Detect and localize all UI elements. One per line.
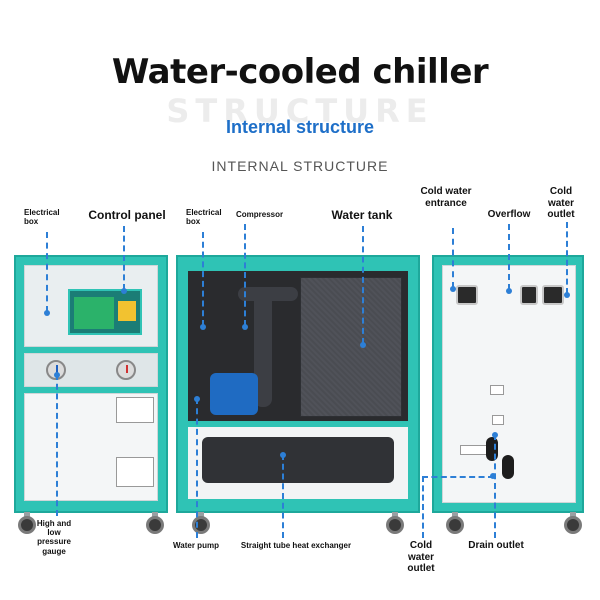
gauge-panel <box>24 353 158 387</box>
callout-line-heat-exchanger <box>282 454 284 538</box>
gauge-needle <box>56 365 58 373</box>
callout-line-cold-water-entrance <box>452 228 454 288</box>
callout-cold-water-outlet-top: Cold water outlet <box>547 186 575 220</box>
callout-line-cold-water-outlet-top <box>566 222 568 294</box>
caster-wheel <box>18 516 36 534</box>
callout-dot <box>194 396 200 402</box>
callout-high-low-pressure-gauge: High and low pressure gauge <box>36 519 72 556</box>
callout-line-cold-water-outlet-bottom-h <box>422 476 494 478</box>
water-tank <box>300 277 402 417</box>
callout-dot <box>280 452 286 458</box>
caster-wheel <box>386 516 404 534</box>
gauge-needle <box>126 365 128 373</box>
cold-water-entrance-port <box>456 285 478 305</box>
callout-dot <box>200 324 206 330</box>
caster-wheel <box>446 516 464 534</box>
callout-dot <box>492 432 498 438</box>
cold-water-outlet-port <box>542 285 564 305</box>
callout-straight-tube-heat-exchanger: Straight tube heat exchanger <box>240 541 352 550</box>
callout-dot <box>490 473 496 479</box>
callout-dot <box>564 292 570 298</box>
callout-dot <box>121 288 127 294</box>
page-title: Water-cooled chiller <box>111 52 489 92</box>
callout-dot <box>450 286 456 292</box>
straight-tube-heat-exchanger <box>202 437 394 483</box>
callout-water-pump: Water pump <box>173 541 219 550</box>
side-cabinet-open <box>176 255 420 513</box>
callout-compressor: Compressor <box>236 210 284 219</box>
refrigerant-pipe <box>238 287 298 301</box>
control-screen <box>74 297 114 329</box>
callout-dot <box>54 372 60 378</box>
callout-cold-water-entrance: Cold water entrance <box>420 186 472 209</box>
callout-line-water-pump <box>196 398 198 538</box>
callout-line-electrical-box-left <box>46 232 48 312</box>
callout-electrical-box-left: Electrical box <box>24 208 60 227</box>
control-indicator <box>118 301 136 321</box>
callout-line-cold-water-outlet-bottom <box>422 476 424 538</box>
caster-wheel <box>564 516 582 534</box>
callout-control-panel: Control panel <box>88 208 166 222</box>
watermark-text: STRUCTURE <box>166 92 434 130</box>
callout-electrical-box-mid: Electrical box <box>186 208 222 227</box>
back-label <box>492 415 504 425</box>
callout-overflow: Overflow <box>487 209 531 220</box>
water-pump <box>210 373 258 415</box>
callout-line-overflow <box>508 224 510 290</box>
callout-line-compressor <box>244 224 246 326</box>
cold-water-outlet-bottom-port <box>486 437 498 461</box>
control-panel <box>68 289 142 335</box>
page-subline: INTERNAL STRUCTURE <box>211 158 389 174</box>
overflow-port <box>520 285 538 305</box>
callout-line-water-tank <box>362 226 364 344</box>
callout-water-tank: Water tank <box>331 208 393 222</box>
callout-drain-outlet: Drain outlet <box>468 540 524 551</box>
callout-dot <box>360 342 366 348</box>
nameplate <box>116 457 154 487</box>
caster-wheel <box>146 516 164 534</box>
page-subtitle: Internal structure <box>225 117 375 137</box>
callout-line-electrical-box-mid <box>202 232 204 326</box>
callout-line-control-panel <box>123 226 125 290</box>
drain-outlet-port <box>502 455 514 479</box>
callout-dot <box>242 324 248 330</box>
callout-dot <box>506 288 512 294</box>
back-label <box>490 385 504 395</box>
callout-cold-water-outlet-bottom: Cold water outlet <box>407 540 435 574</box>
front-cabinet <box>14 255 168 513</box>
refrigerant-pipe <box>254 287 272 407</box>
callout-dot <box>44 310 50 316</box>
warning-label <box>116 397 154 423</box>
callout-line-pressure-gauge <box>56 374 58 516</box>
caster-wheel <box>192 516 210 534</box>
back-cabinet <box>432 255 584 513</box>
high-pressure-gauge <box>116 360 136 380</box>
callout-line-drain-outlet <box>494 434 496 538</box>
